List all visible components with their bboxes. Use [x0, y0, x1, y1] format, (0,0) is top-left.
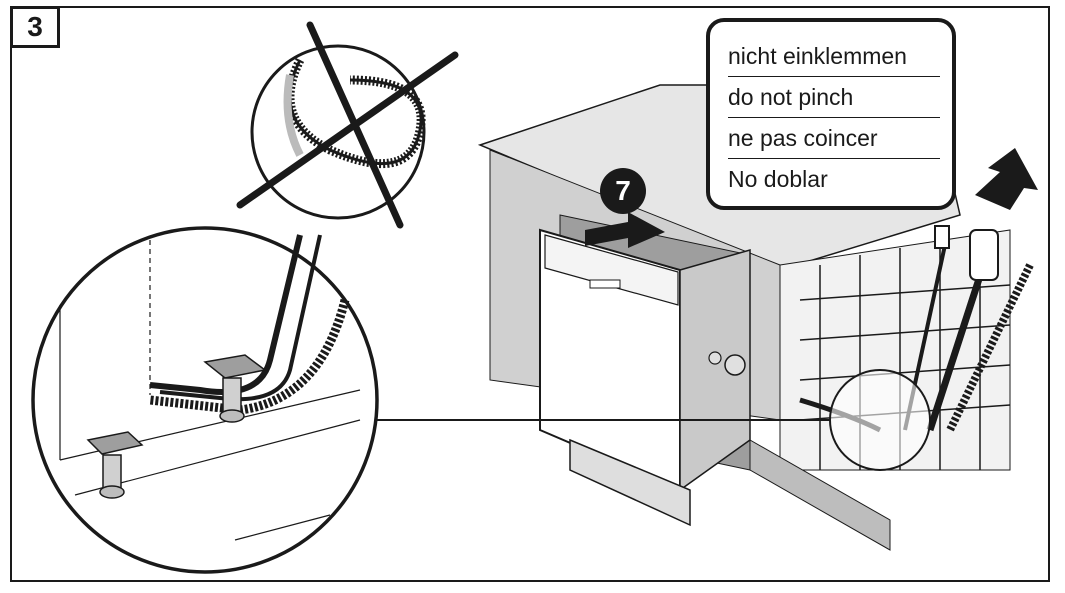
dishwasher-base — [569, 438, 691, 527]
door-handle — [589, 279, 621, 289]
warning-callout: nicht einklemmen do not pinch ne pas coi… — [706, 18, 956, 210]
marker-number: 7 — [600, 168, 646, 214]
water-inlet-valve — [969, 229, 999, 281]
side-opening-small — [708, 351, 722, 365]
up-arrow-icon — [975, 148, 1038, 210]
dishwasher-side — [679, 249, 751, 492]
illustration-frame — [10, 6, 1050, 582]
adjustable-foot-front — [86, 431, 144, 499]
cross-icon — [236, 21, 459, 229]
callout-line-english: do not pinch — [728, 77, 940, 118]
control-panel — [544, 234, 679, 306]
step-number-badge: 3 — [10, 6, 60, 48]
adjustable-foot — [203, 354, 267, 423]
push-arrow-icon — [585, 212, 665, 248]
side-opening — [724, 354, 746, 376]
power-plug-icon — [934, 225, 950, 249]
callout-line-german: nicht einklemmen — [728, 36, 940, 77]
detail-circle-small — [829, 369, 931, 471]
kinked-hose — [285, 57, 426, 169]
warning-circle — [250, 44, 426, 220]
hose-gray — [283, 74, 304, 157]
callout-line-french: ne pas coincer — [728, 118, 940, 159]
callout-line-spanish: No doblar — [728, 166, 828, 192]
detail-circle-large — [31, 226, 379, 574]
cabinet-plinth — [749, 439, 891, 551]
